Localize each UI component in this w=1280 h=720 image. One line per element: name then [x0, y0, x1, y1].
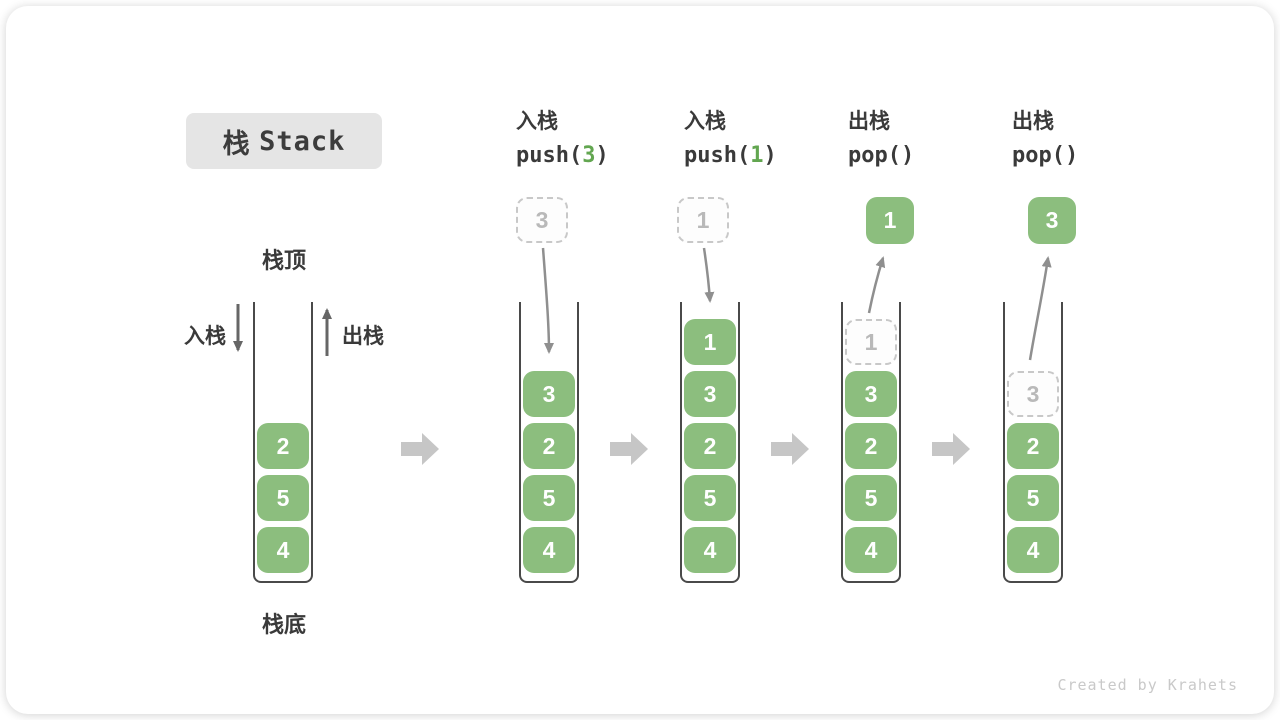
stack-item: 4 — [845, 527, 897, 573]
incoming-value-box: 1 — [677, 197, 729, 243]
label-pop-out: 出栈 — [342, 325, 384, 348]
label-stack-bottom: 栈底 — [261, 612, 306, 637]
stack-item: 2 — [845, 423, 897, 469]
incoming-value-box: 3 — [516, 197, 568, 243]
popped-value-box: 3 — [1028, 197, 1076, 244]
stack-item: 4 — [257, 527, 309, 573]
title-box: 栈 Stack — [186, 113, 382, 169]
stack-item: 1 — [684, 319, 736, 365]
label-push-in: 入栈 — [184, 325, 226, 348]
stack-item: 3 — [523, 371, 575, 417]
label-stack-top: 栈顶 — [261, 248, 306, 273]
operation-code: push(3) — [516, 143, 609, 168]
operation-header: 入栈 push(1) — [684, 105, 854, 174]
popped-value-box: 1 — [866, 197, 914, 244]
stack-item: 2 — [523, 423, 575, 469]
title-cn: 栈 — [222, 128, 251, 159]
operation-code: pop() — [848, 143, 915, 168]
operation-code: pop() — [1012, 143, 1079, 168]
stack-item: 4 — [684, 527, 736, 573]
operation-label: 入栈 — [516, 110, 558, 133]
operation-header: 入栈 push(3) — [516, 105, 686, 174]
operation-header: 出栈 pop() — [848, 105, 1018, 174]
stack-item: 2 — [684, 423, 736, 469]
title-en: Stack — [259, 125, 346, 157]
stack-item: 2 — [1007, 423, 1059, 469]
stack-item: 5 — [257, 475, 309, 521]
popped-slot-ghost: 3 — [1007, 371, 1059, 417]
stack-item: 5 — [523, 475, 575, 521]
stack-item: 3 — [845, 371, 897, 417]
operation-arg: 1 — [750, 143, 764, 168]
operation-label: 入栈 — [684, 110, 726, 133]
stack-item: 2 — [257, 423, 309, 469]
stack-item: 5 — [684, 475, 736, 521]
credit-text: Created by Krahets — [1057, 676, 1238, 694]
stack-item: 4 — [523, 527, 575, 573]
stack-item: 3 — [684, 371, 736, 417]
operation-label: 出栈 — [848, 110, 890, 133]
operation-code: push(1) — [684, 143, 777, 168]
stack-item: 5 — [1007, 475, 1059, 521]
stack-item: 5 — [845, 475, 897, 521]
popped-slot-ghost: 1 — [845, 319, 897, 365]
operation-arg: 3 — [582, 143, 596, 168]
operation-header: 出栈 pop() — [1012, 105, 1182, 174]
operation-label: 出栈 — [1012, 110, 1054, 133]
stack-item: 4 — [1007, 527, 1059, 573]
